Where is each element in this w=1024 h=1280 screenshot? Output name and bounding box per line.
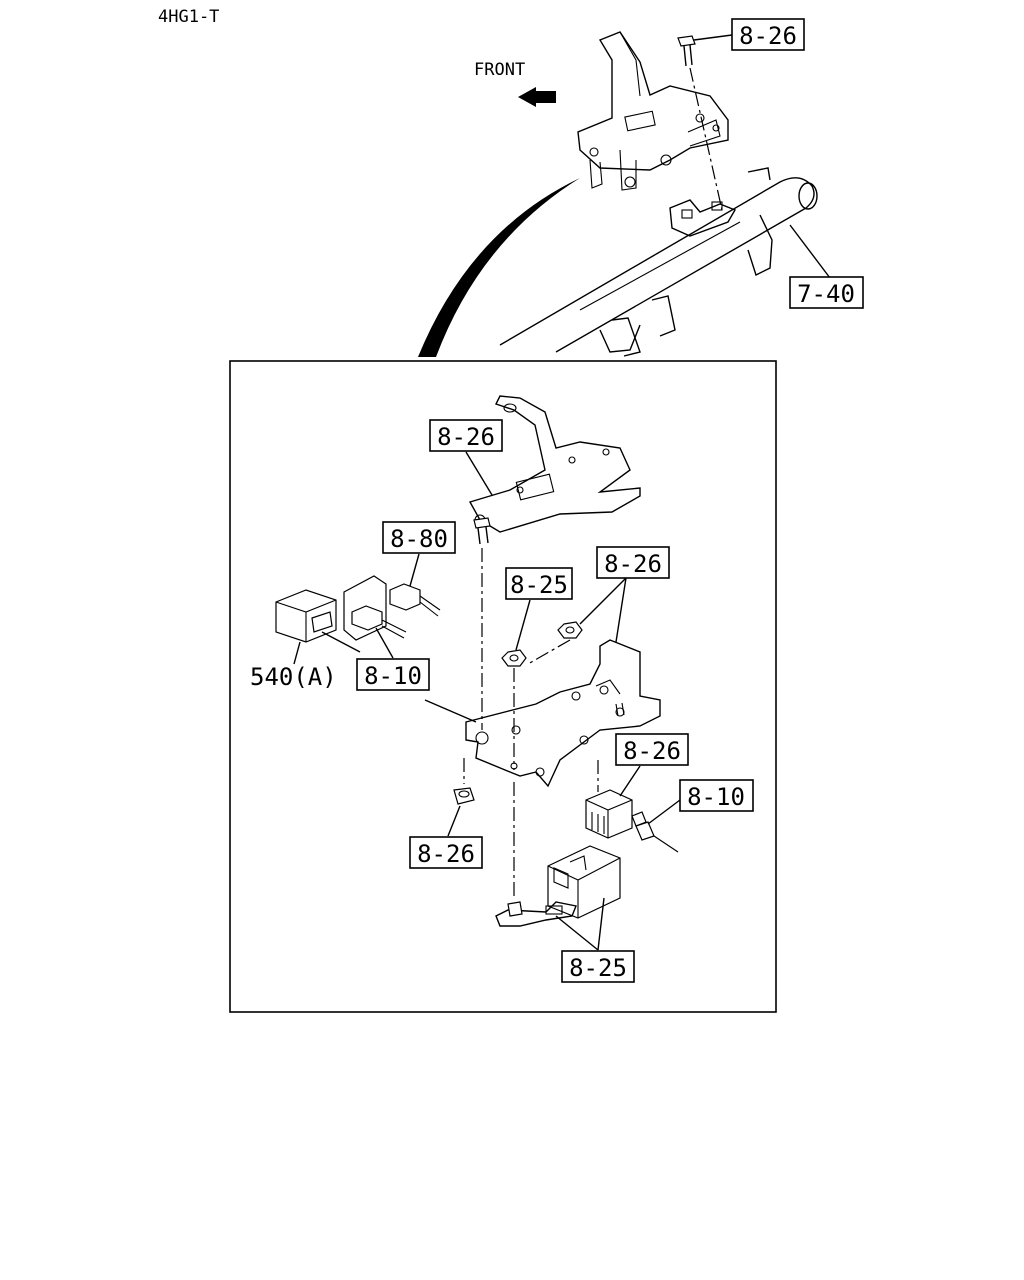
- svg-text:8-26: 8-26: [623, 737, 681, 765]
- harness-connectors: [321, 575, 441, 653]
- grommet: [453, 758, 475, 805]
- engine-code: 4HG1-T: [158, 7, 219, 27]
- svg-text:8-25: 8-25: [510, 571, 568, 599]
- svg-text:8-26: 8-26: [739, 22, 797, 50]
- inset-screw: [473, 517, 491, 730]
- svg-text:8-80: 8-80: [390, 525, 448, 553]
- callout-nuts-right: 8-26: [579, 546, 670, 643]
- nut-left: [501, 649, 527, 770]
- callout-inset-bracket: 8-26: [429, 419, 503, 496]
- svg-text:8-10: 8-10: [687, 783, 745, 811]
- inset-base-plate: [465, 639, 661, 788]
- front-label: FRONT: [474, 60, 525, 80]
- svg-text:8-26: 8-26: [417, 840, 475, 868]
- inset-upper-bracket: [468, 395, 641, 533]
- callout-grommet: 8-26: [409, 805, 483, 869]
- callout-top-bolt: 8-26: [731, 18, 805, 51]
- front-arrow-icon: [518, 87, 556, 107]
- svg-text:540(A): 540(A): [250, 663, 337, 691]
- callout-relay-connector: 8-10: [647, 779, 754, 825]
- callout-connector-upper: 8-80: [382, 521, 456, 587]
- relay-right: [585, 760, 679, 853]
- svg-text:8-26: 8-26: [604, 550, 662, 578]
- relay-block-540a: [275, 589, 337, 665]
- callout-relay-block: 540(A): [250, 663, 337, 691]
- detail-frame: [229, 360, 777, 1013]
- callout-nut-left: 8-25: [505, 567, 573, 651]
- top-bolt: [677, 34, 733, 211]
- svg-text:7-40: 7-40: [797, 280, 855, 308]
- callout-crossmember: 7-40: [789, 224, 864, 309]
- callout-control-unit: 8-25: [555, 897, 635, 983]
- zoom-arrow: [418, 178, 580, 357]
- svg-text:8-25: 8-25: [569, 954, 627, 982]
- callout-harness-connector: 8-10: [356, 627, 477, 723]
- cross-member-beam: [499, 167, 818, 357]
- control-unit: [495, 782, 621, 927]
- svg-text:8-10: 8-10: [364, 662, 422, 690]
- nut-right: [527, 621, 583, 665]
- top-bracket: [577, 31, 729, 191]
- svg-text:8-26: 8-26: [437, 423, 495, 451]
- callout-relay-right: 8-26: [615, 733, 689, 797]
